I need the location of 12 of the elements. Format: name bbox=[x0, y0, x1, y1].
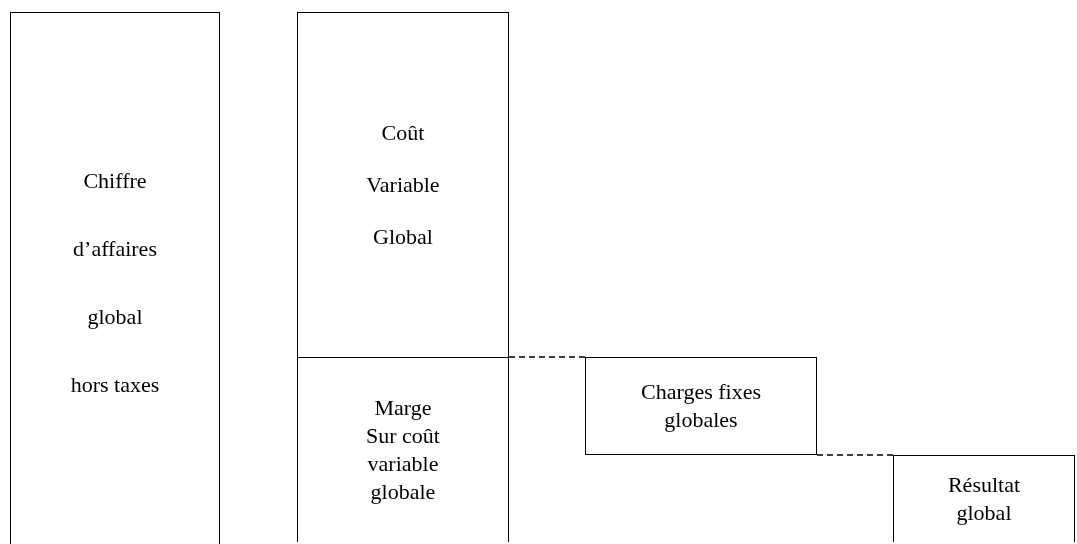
text-box bbox=[893, 455, 1075, 542]
text-box bbox=[297, 12, 509, 358]
dashed-connector bbox=[816, 454, 894, 456]
box-label: Charges fixes globales bbox=[640, 378, 762, 434]
box-label: Coût Variable Global bbox=[365, 119, 441, 251]
box-label: Résultat global bbox=[946, 471, 1022, 527]
dashed-connector bbox=[508, 356, 586, 358]
text-box bbox=[297, 357, 509, 542]
box-label: Chiffre d’affaires global hors taxes bbox=[69, 166, 161, 399]
text-box bbox=[10, 12, 220, 544]
box-label: Marge Sur coût variable globale bbox=[365, 393, 441, 506]
text-box bbox=[585, 357, 817, 455]
